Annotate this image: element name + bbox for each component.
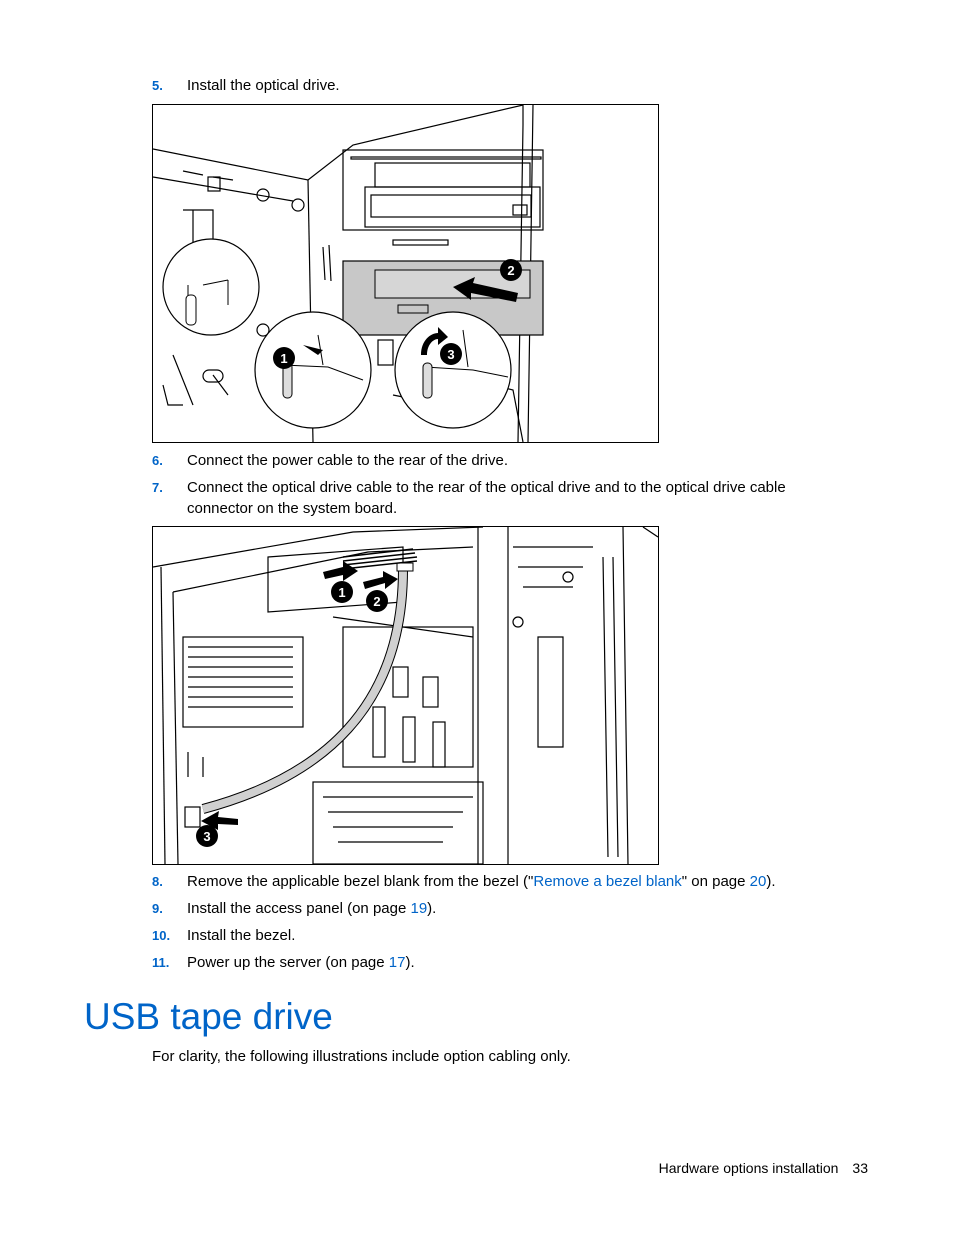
optical-drive-install-illustration: 1 2 3 (152, 104, 659, 443)
section-intro: For clarity, the following illustrations… (152, 1048, 571, 1065)
callout-2: 2 (366, 590, 388, 612)
remove-bezel-blank-link[interactable]: Remove a bezel blank (533, 873, 682, 890)
step-text: Power up the server (on page 17). (187, 954, 415, 971)
callout-2: 2 (500, 259, 522, 281)
step-text: Install the optical drive. (187, 77, 340, 94)
step-number: 8. (152, 874, 163, 889)
step-number: 9. (152, 901, 163, 916)
section-heading: USB tape drive (84, 996, 333, 1037)
svg-text:3: 3 (447, 347, 454, 362)
page-number: 33 (852, 1160, 868, 1176)
page-footer: Hardware options installation 33 (659, 1158, 868, 1178)
step-number: 6. (152, 453, 163, 468)
step-number: 5. (152, 78, 163, 93)
page-link[interactable]: 17 (388, 954, 406, 971)
svg-text:2: 2 (507, 263, 514, 278)
optical-cable-routing-illustration: 1 2 3 (152, 526, 659, 865)
svg-text:1: 1 (280, 351, 287, 366)
svg-text:1: 1 (338, 585, 345, 600)
callout-3: 3 (196, 825, 218, 847)
page-link[interactable]: 19 (410, 900, 428, 917)
callout-3: 3 (440, 343, 462, 365)
step-text: Remove the applicable bezel blank from t… (187, 873, 776, 890)
step-number: 7. (152, 480, 163, 495)
svg-text:2: 2 (373, 594, 380, 609)
callout-1: 1 (273, 347, 295, 369)
svg-text:3: 3 (203, 829, 210, 844)
step-number: 11. (152, 955, 170, 970)
step-text: Connect the power cable to the rear of t… (187, 452, 509, 469)
callout-1: 1 (331, 581, 353, 603)
footer-label: Hardware options installation (658, 1160, 839, 1176)
step-text: Install the bezel. (187, 927, 296, 944)
page-link[interactable]: 20 (749, 873, 767, 890)
step-text: Install the access panel (on page 19). (187, 900, 437, 917)
step-number: 10. (152, 928, 171, 943)
step-text: Connect the optical drive cable to the r… (187, 479, 786, 517)
